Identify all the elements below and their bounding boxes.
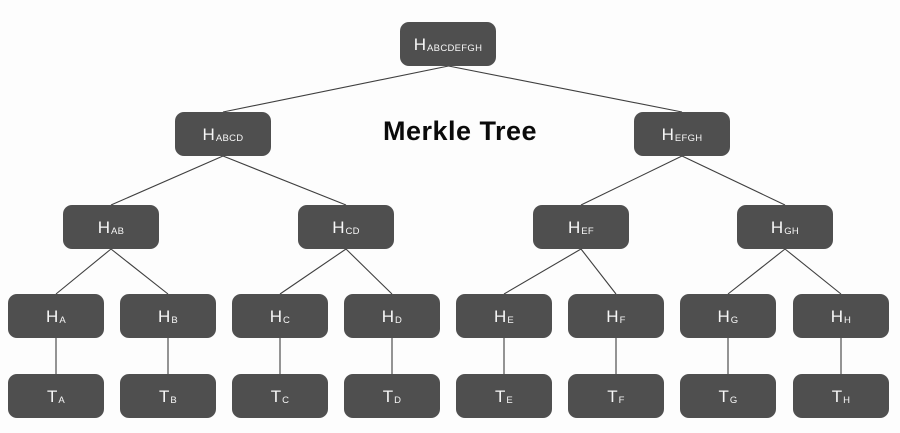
node-subscript: B — [171, 315, 178, 327]
node-label: T — [158, 386, 170, 406]
node-label: H — [158, 306, 171, 326]
node-subscript: G — [729, 395, 738, 407]
node-subscript: C — [283, 315, 291, 327]
node-subscript: E — [506, 395, 514, 407]
node-subscript: EFGH — [674, 133, 703, 145]
node-label: H — [202, 124, 215, 144]
node-subscript: CD — [345, 226, 360, 238]
node-label: H — [494, 306, 507, 326]
node-label: H — [332, 217, 345, 237]
node-label: H — [830, 306, 844, 326]
node-subscript: EF — [581, 226, 595, 238]
node-label: H — [770, 217, 784, 237]
node-subscript: E — [507, 315, 514, 327]
node-subscript: H — [844, 315, 852, 327]
node-label: H — [661, 124, 674, 144]
node-label: T — [494, 386, 506, 406]
node-label: H — [413, 34, 427, 54]
node-subscript: F — [619, 315, 626, 327]
node-subscript: B — [170, 395, 178, 407]
node-subscript: AB — [111, 226, 125, 238]
node-label: T — [270, 386, 282, 406]
node-subscript: GH — [784, 226, 800, 238]
node-label: H — [46, 306, 59, 326]
node-label: T — [831, 386, 843, 406]
node-subscript: ABCDEFGH — [427, 43, 483, 55]
node-label: H — [269, 306, 283, 326]
node-subscript: A — [59, 315, 66, 327]
node-subscript: A — [58, 395, 66, 407]
node-label: H — [97, 217, 110, 237]
node-label: H — [567, 217, 581, 237]
node-subscript: D — [394, 395, 402, 407]
node-subscript: H — [843, 395, 851, 407]
node-subscript: F — [618, 395, 625, 407]
node-label: T — [46, 386, 58, 406]
node-label: T — [607, 386, 618, 406]
node-label: T — [718, 386, 729, 406]
node-label: T — [382, 386, 394, 406]
node-subscript: G — [730, 315, 739, 327]
node-label: H — [717, 306, 730, 326]
node-label: H — [606, 306, 619, 326]
node-subscript: C — [282, 395, 290, 407]
diagram-title: Merkle Tree — [382, 116, 538, 146]
node-label: H — [381, 306, 395, 326]
node-subscript: D — [395, 315, 403, 327]
node-subscript: ABCD — [215, 133, 244, 145]
